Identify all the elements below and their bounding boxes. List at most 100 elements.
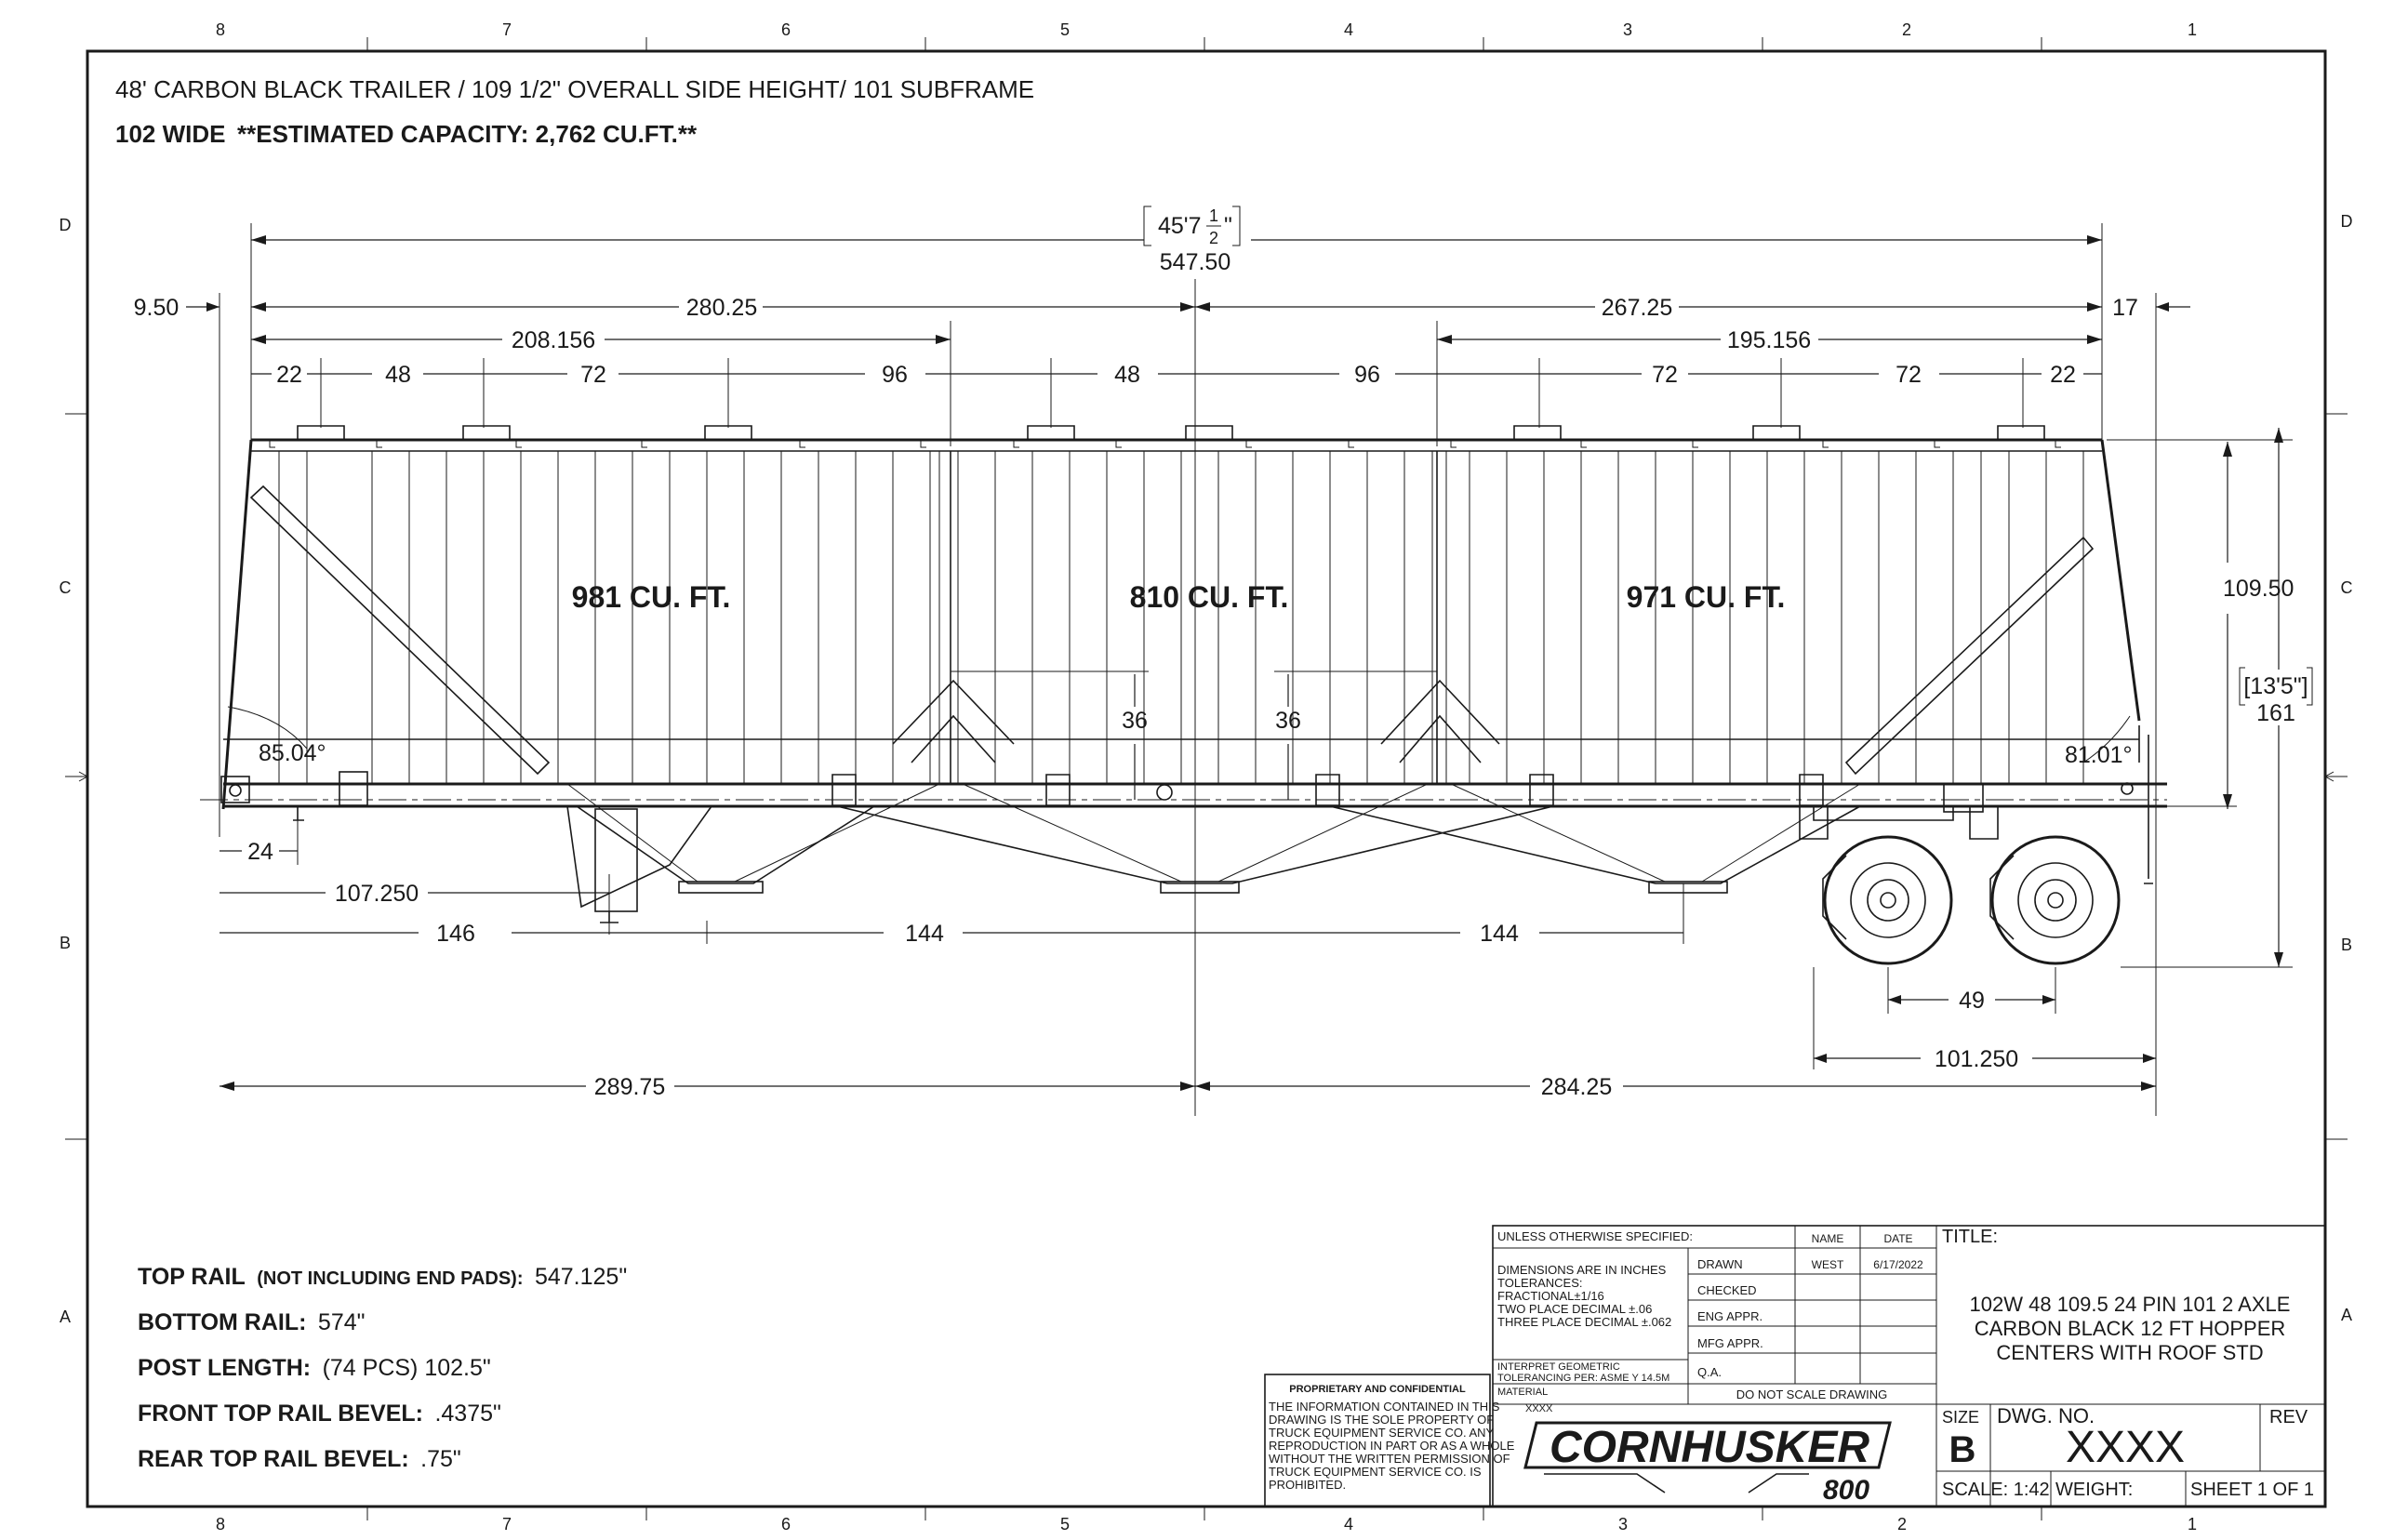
tb-dims-line: DIMENSIONS ARE IN INCHES — [1497, 1263, 1667, 1277]
tb-size-label: SIZE — [1942, 1408, 1979, 1427]
zone-row-label: A — [2341, 1306, 2352, 1324]
dim-top-row: 22 — [276, 362, 302, 388]
tb-size-value: B — [1949, 1429, 1976, 1470]
zone-labels-bottom: 8 7 6 5 4 3 2 1 — [216, 1515, 2197, 1533]
dim-overall-ft: 45'7 — [1158, 213, 1201, 239]
note-label: TOP RAIL — [138, 1264, 246, 1290]
zone-row-label: C — [2341, 578, 2353, 597]
zone-row-label: B — [60, 934, 71, 952]
trailer-side-view — [200, 425, 2167, 965]
zone-row-label: C — [60, 578, 72, 597]
proprietary-line: TRUCK EQUIPMENT SERVICE CO. IS — [1269, 1465, 1482, 1479]
note-value: (74 PCS) 102.5" — [323, 1355, 491, 1381]
tb-interp-line: TOLERANCING PER: ASME Y 14.5M — [1497, 1373, 1669, 1384]
dim-kp-to-hopper1: 146 — [436, 921, 475, 947]
dim-rear-angle: 81.01° — [2065, 742, 2133, 768]
dim-rear-overhang: 17 — [2112, 295, 2138, 321]
zone-col-label: 1 — [2188, 20, 2197, 39]
dim-rear-to-axle: 101.250 — [1935, 1046, 2018, 1072]
dim-kingpin-setback: 24 — [247, 839, 273, 865]
dim-top-row: 72 — [580, 362, 606, 388]
compartment-rear-capacity: 971 CU. FT. — [1627, 580, 1786, 614]
note-post-length: POST LENGTH: (74 PCS) 102.5" — [138, 1355, 491, 1381]
zone-col-label: 6 — [781, 20, 791, 39]
dim-hopper-spacing: 144 — [1480, 921, 1519, 947]
zone-col-label: 2 — [1902, 20, 1911, 39]
drawing-heading: 48' CARBON BLACK TRAILER / 109 1/2" OVER… — [115, 75, 1034, 103]
note-label: FRONT TOP RAIL BEVEL: — [138, 1401, 423, 1427]
dim-apex-left: 36 — [1122, 708, 1148, 734]
drawing-border — [86, 49, 2327, 1508]
zone-row-label: A — [60, 1308, 71, 1326]
dim-overall: 547.50 — [1160, 249, 1230, 275]
dim-center-to-rear: 284.25 — [1541, 1074, 1612, 1100]
dim-right-hopper: 195.156 — [1727, 327, 1811, 353]
proprietary-line: THE INFORMATION CONTAINED IN THIS — [1269, 1400, 1500, 1414]
tb-dims-line: THREE PLACE DECIMAL ±.062 — [1497, 1315, 1671, 1329]
tb-unless: UNLESS OTHERWISE SPECIFIED: — [1497, 1229, 1693, 1243]
dim-top-row: 96 — [882, 362, 908, 388]
dim-side-height: 109.50 — [2223, 576, 2294, 602]
note-value: 547.125" — [535, 1264, 627, 1290]
dim-left-hopper: 208.156 — [512, 327, 595, 353]
dim-axle-spread: 49 — [1959, 988, 1985, 1014]
zone-col-label: 4 — [1344, 1515, 1353, 1533]
note-front-bevel: FRONT TOP RAIL BEVEL: .4375" — [138, 1401, 501, 1427]
proprietary-line: WITHOUT THE WRITTEN PERMISSION OF — [1269, 1452, 1510, 1466]
proprietary-line: PROHIBITED. — [1269, 1478, 1346, 1492]
dim-overall-height-ft: [13'5"] — [2243, 673, 2308, 699]
tb-dims-line: TWO PLACE DECIMAL ±.06 — [1497, 1302, 1652, 1316]
dim-top-row: 22 — [2050, 362, 2076, 388]
tb-interp-line: INTERPRET GEOMETRIC — [1497, 1361, 1620, 1373]
proprietary-heading: PROPRIETARY AND CONFIDENTIAL — [1289, 1384, 1466, 1395]
zone-col-label: 6 — [781, 1515, 791, 1533]
dimension-labels: 45'7 1 2 " 547.50 9.50 17 280.25 267.25 … — [134, 206, 2308, 1100]
zone-col-label: 2 — [1897, 1515, 1907, 1533]
tb-dwg-number: XXXX — [2066, 1423, 2185, 1472]
tb-date-header: DATE — [1883, 1232, 1912, 1245]
compartment-middle-capacity: 810 CU. FT. — [1130, 580, 1289, 614]
zone-labels-rows: D C B A D C B A — [60, 212, 2353, 1326]
tb-drawn-name: WEST — [1812, 1258, 1844, 1271]
logo-wordmark: CORNHUSKER — [1550, 1423, 1869, 1472]
rail-notes: TOP RAIL (NOT INCLUDING END PADS): 547.1… — [138, 1264, 627, 1472]
dim-top-row: 72 — [1895, 362, 1922, 388]
dim-overall-height: 161 — [2256, 700, 2295, 726]
zone-col-label: 5 — [1060, 20, 1070, 39]
tb-do-not-scale: DO NOT SCALE DRAWING — [1736, 1387, 1888, 1401]
tb-title-line: 102W 48 109.5 24 PIN 101 2 AXLE — [1970, 1293, 2291, 1316]
tb-dims-line: TOLERANCES: — [1497, 1276, 1583, 1290]
tb-weight: WEIGHT: — [2055, 1480, 2133, 1500]
zone-row-label: D — [2341, 212, 2353, 231]
zone-col-label: 8 — [216, 20, 225, 39]
note-rear-bevel: REAR TOP RAIL BEVEL: .75" — [138, 1446, 461, 1472]
zone-col-label: 1 — [2188, 1515, 2197, 1533]
dim-hopper-spacing: 144 — [905, 921, 944, 947]
note-label: BOTTOM RAIL: — [138, 1309, 306, 1335]
note-label: POST LENGTH: — [138, 1355, 311, 1381]
title-block: UNLESS OTHERWISE SPECIFIED: NAME DATE DI… — [1492, 1225, 2326, 1507]
tb-row-eng: ENG APPR. — [1697, 1309, 1762, 1323]
zone-row-label: D — [60, 216, 72, 234]
tb-row-checked: CHECKED — [1697, 1283, 1757, 1297]
tb-dwg-label: DWG. NO. — [1997, 1404, 2095, 1427]
tb-scale: SCALE: 1:42 — [1942, 1480, 2050, 1500]
dim-front-angle: 85.04° — [259, 740, 326, 766]
zone-col-label: 3 — [1623, 20, 1632, 39]
zone-labels-top: 8 7 6 5 4 3 2 1 — [216, 20, 2197, 39]
dim-front-to-center: 289.75 — [594, 1074, 665, 1100]
tb-material-value: XXXX — [1525, 1403, 1553, 1414]
tb-title-line: CENTERS WITH ROOF STD — [1996, 1341, 2263, 1364]
note-bottom-rail: BOTTOM RAIL: 574" — [138, 1309, 366, 1335]
tb-row-mfg: MFG APPR. — [1697, 1336, 1763, 1350]
note-value: 574" — [318, 1309, 366, 1335]
zone-col-label: 3 — [1618, 1515, 1628, 1533]
dim-right-half: 267.25 — [1602, 295, 1672, 321]
tb-row-qa: Q.A. — [1697, 1365, 1722, 1379]
tb-row-drawn: DRAWN — [1697, 1257, 1743, 1271]
compartment-front-capacity: 981 CU. FT. — [572, 580, 731, 614]
zone-col-label: 7 — [502, 20, 512, 39]
wheel-front — [1822, 835, 1953, 965]
note-qualifier: (NOT INCLUDING END PADS): — [257, 1268, 523, 1289]
